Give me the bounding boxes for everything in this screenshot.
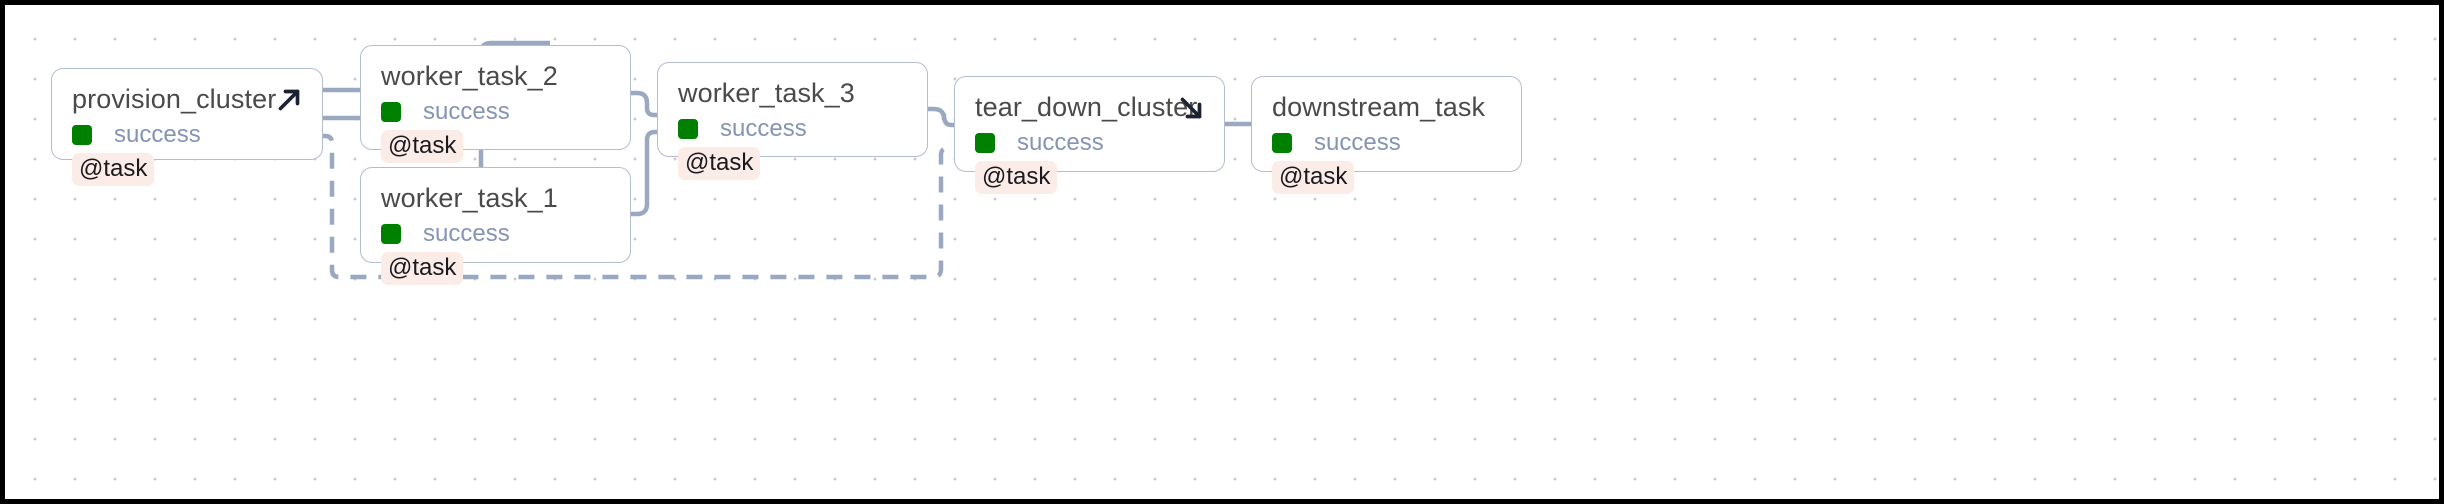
status-swatch-success	[72, 125, 92, 145]
node-tag: @task	[975, 161, 1058, 194]
arrow-down-right-icon[interactable]	[1174, 91, 1208, 125]
node-title: worker_task_1	[381, 183, 558, 213]
status-swatch-success	[1272, 133, 1292, 153]
node-state: success	[72, 120, 304, 150]
edge-provision-to-teardown-dashed	[318, 133, 954, 280]
node-state-label: success	[1017, 129, 1104, 156]
node-downstream-task[interactable]: downstream_task success @task	[1251, 76, 1522, 194]
node-state-label: success	[720, 115, 807, 142]
node-provision-cluster[interactable]: provision_cluster success @task	[51, 68, 323, 186]
node-title: tear_down_cluster	[975, 92, 1198, 122]
node-state: success	[678, 114, 909, 144]
node-state: success	[1272, 128, 1503, 158]
node-state: success	[381, 219, 612, 249]
node-tag: @task	[1272, 161, 1355, 194]
node-worker-task-3[interactable]: worker_task_3 success @task	[657, 62, 928, 180]
status-swatch-success	[381, 224, 401, 244]
node-state-label: success	[114, 121, 201, 148]
edge-worker3-to-teardown	[927, 106, 954, 128]
node-tag: @task	[678, 147, 761, 180]
node-title: worker_task_3	[678, 78, 855, 108]
node-state-label: success	[423, 98, 510, 125]
edge-worker2-to-worker3	[630, 90, 657, 118]
status-swatch-success	[381, 102, 401, 122]
node-worker-task-2[interactable]: worker_task_2 success @task	[360, 45, 631, 163]
node-state-label: success	[1314, 129, 1401, 156]
node-tag: @task	[72, 153, 155, 186]
node-title: downstream_task	[1272, 92, 1486, 122]
node-title: worker_task_2	[381, 61, 558, 91]
graph-canvas[interactable]: provision_cluster success @task worker_t…	[5, 5, 2439, 499]
node-title: provision_cluster	[72, 84, 277, 114]
node-tag: @task	[381, 130, 464, 163]
node-state-label: success	[423, 220, 510, 247]
status-swatch-success	[975, 133, 995, 153]
node-state: success	[975, 128, 1206, 158]
node-tear-down-cluster[interactable]: tear_down_cluster success @task	[954, 76, 1225, 194]
edge-worker1-to-worker3	[630, 129, 658, 217]
node-tag: @task	[381, 252, 464, 285]
node-worker-task-1[interactable]: worker_task_1 success @task	[360, 167, 631, 285]
node-state: success	[381, 97, 612, 127]
status-swatch-success	[678, 119, 698, 139]
arrow-up-right-icon[interactable]	[272, 83, 306, 117]
